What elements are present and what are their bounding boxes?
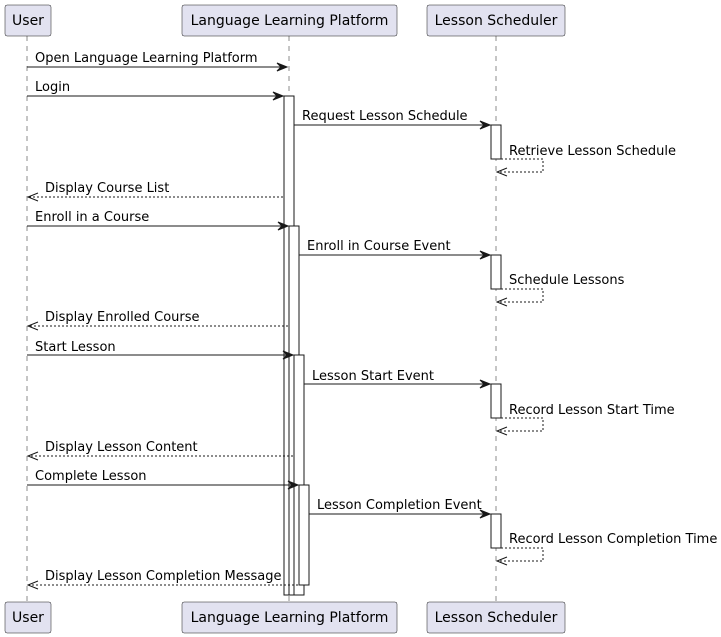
message-schedule-lessons: Schedule Lessons	[495, 273, 625, 307]
participant-label: Lesson Scheduler	[435, 13, 558, 29]
activation-platform-4	[298, 484, 310, 586]
message-label: Schedule Lessons	[509, 273, 625, 288]
arrow-left-icon	[495, 426, 508, 436]
message-enroll-course: Enroll in a Course	[27, 210, 290, 231]
message-display-enrolled-course: Display Enrolled Course	[26, 310, 288, 331]
message-label: Lesson Completion Event	[317, 498, 482, 513]
participant-label: User	[12, 610, 44, 626]
message-label: Login	[35, 80, 70, 95]
message-lesson-completion-event: Lesson Completion Event	[309, 498, 492, 519]
arrow-left-icon	[26, 451, 39, 461]
arrow-left-icon	[26, 192, 39, 202]
participant-scheduler-top: Lesson Scheduler	[426, 4, 566, 37]
participant-platform-bottom: Language Learning Platform	[181, 601, 398, 634]
message-label: Record Lesson Start Time	[509, 403, 675, 418]
participant-scheduler-bottom: Lesson Scheduler	[426, 601, 566, 634]
activation-platform-3	[293, 354, 305, 596]
message-label: Retrieve Lesson Schedule	[509, 144, 676, 159]
message-label: Record Lesson Completion Time	[509, 532, 717, 547]
message-label: Enroll in a Course	[35, 210, 149, 225]
participant-platform-top: Language Learning Platform	[181, 4, 398, 37]
message-start-lesson: Start Lesson	[27, 340, 295, 360]
message-request-schedule: Request Lesson Schedule	[294, 109, 492, 130]
activation-scheduler-4	[490, 513, 502, 549]
participant-label: Language Learning Platform	[191, 610, 389, 626]
message-lesson-start-event: Lesson Start Event	[304, 369, 492, 389]
participant-label: Language Learning Platform	[191, 13, 389, 29]
message-login: Login	[27, 80, 285, 101]
message-label: Display Lesson Completion Message	[45, 569, 282, 584]
message-label: Start Lesson	[35, 340, 116, 355]
arrow-right-icon	[272, 91, 285, 101]
activation-scheduler-3	[490, 383, 502, 419]
message-label: Display Enrolled Course	[45, 310, 200, 325]
arrow-right-icon	[282, 350, 295, 360]
arrow-right-icon	[479, 120, 492, 130]
message-open-platform: Open Language Learning Platform	[27, 51, 289, 72]
arrow-left-icon	[495, 167, 508, 177]
arrow-right-icon	[277, 221, 290, 231]
arrow-right-icon	[479, 379, 492, 389]
message-label: Complete Lesson	[35, 469, 147, 484]
arrow-left-icon	[26, 580, 39, 590]
message-display-course-list: Display Course List	[26, 181, 283, 202]
arrow-right-icon	[479, 250, 492, 260]
message-label: Enroll in Course Event	[307, 239, 451, 254]
arrow-left-icon	[26, 321, 39, 331]
activation-scheduler-1	[490, 124, 502, 160]
message-enroll-event: Enroll in Course Event	[299, 239, 492, 260]
arrow-left-icon	[495, 556, 508, 566]
message-record-completion-time: Record Lesson Completion Time	[495, 532, 717, 566]
participant-label: User	[12, 13, 44, 29]
message-retrieve-schedule: Retrieve Lesson Schedule	[495, 144, 676, 177]
message-label: Display Course List	[45, 181, 169, 196]
participant-user-bottom: User	[4, 601, 52, 634]
participant-user-top: User	[4, 4, 52, 37]
participant-label: Lesson Scheduler	[435, 610, 558, 626]
message-label: Lesson Start Event	[312, 369, 434, 384]
arrow-right-icon	[276, 62, 289, 72]
arrow-right-icon	[287, 480, 300, 490]
arrow-left-icon	[495, 297, 508, 307]
message-complete-lesson: Complete Lesson	[27, 469, 300, 490]
message-display-lesson-content: Display Lesson Content	[26, 440, 293, 461]
arrow-right-icon	[479, 509, 492, 519]
message-label: Request Lesson Schedule	[302, 109, 468, 124]
message-record-start-time: Record Lesson Start Time	[495, 403, 675, 436]
message-label: Open Language Learning Platform	[35, 51, 258, 66]
message-display-completion-message: Display Lesson Completion Message	[26, 569, 298, 590]
message-label: Display Lesson Content	[45, 440, 198, 455]
activation-scheduler-2	[490, 254, 502, 290]
